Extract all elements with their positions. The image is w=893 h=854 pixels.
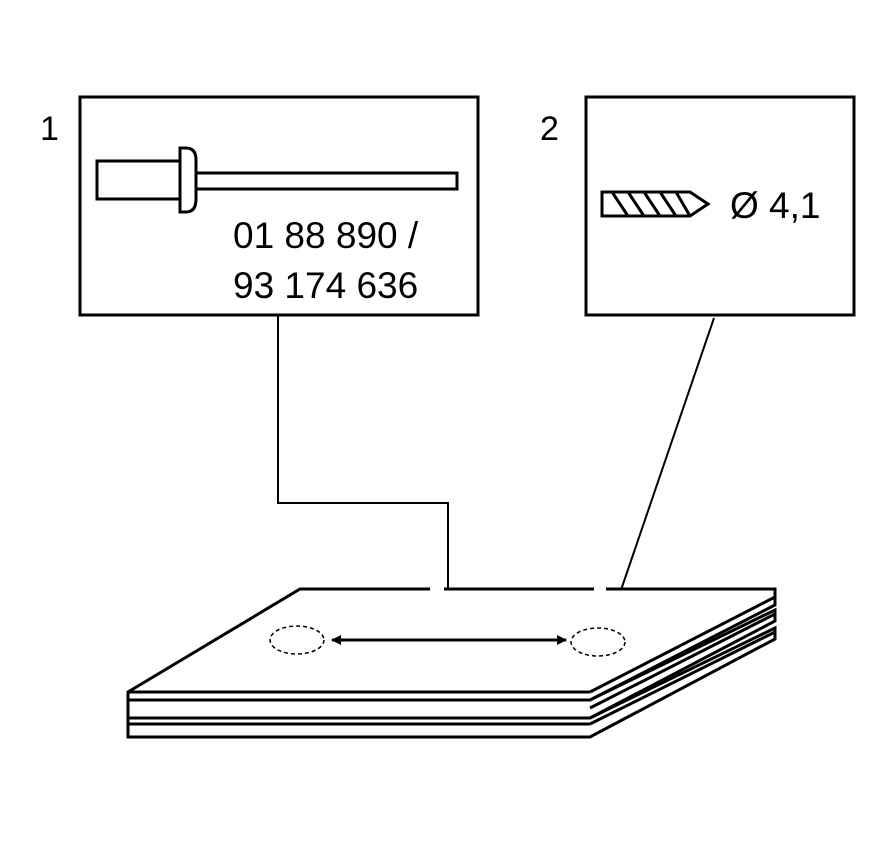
callout-1-leader-line bbox=[277, 315, 449, 640]
callout-1-number: 1 bbox=[40, 110, 59, 148]
stacked-panels bbox=[126, 587, 777, 739]
drill-bit-icon bbox=[600, 190, 711, 218]
callout-2-number: 2 bbox=[540, 110, 559, 148]
rivet-hole-right bbox=[570, 627, 626, 657]
rivet-hole-left bbox=[269, 625, 325, 655]
part-number-line2: 93 174 636 bbox=[233, 265, 418, 306]
callout-1-box bbox=[78, 95, 480, 317]
part-number-line1: 01 88 890 / bbox=[233, 215, 419, 256]
callout-2-leader-arrow bbox=[605, 317, 715, 630]
rivet-icon bbox=[95, 146, 459, 214]
drill-diameter-label: Ø 4,1 bbox=[730, 185, 821, 226]
